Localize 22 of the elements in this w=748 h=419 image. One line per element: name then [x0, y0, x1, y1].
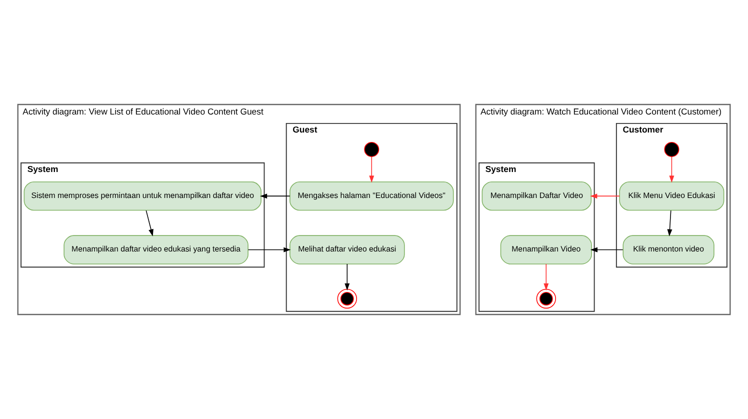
node-box: Klik Menu Video Edukasi [619, 181, 724, 211]
arrow [146, 210, 154, 236]
node-box: Sistem memproses permintaan untuk menampilkan daftar video [24, 181, 262, 211]
node-bullseye [337, 288, 358, 309]
node-box: Melihat daftar video edukasi [290, 235, 405, 264]
node-box: Menampilkan daftar video edukasi yang tersedia [64, 235, 248, 264]
arrow [369, 156, 374, 183]
arrow [667, 210, 672, 236]
node-box: Klik menonton video [622, 235, 714, 264]
arrow [669, 156, 674, 183]
arrow [590, 194, 620, 199]
node-box: Menampilkan Video [500, 235, 592, 264]
arrow [590, 247, 624, 252]
arrow [544, 264, 549, 290]
node-circle [664, 142, 680, 157]
arrow [344, 264, 350, 290]
node-box: Menampilkan Daftar Video [482, 181, 592, 211]
node-bullseye [536, 288, 556, 309]
arrow [260, 194, 290, 199]
arrow [248, 247, 291, 252]
node-box: Mengakses halaman "Educational Videos" [290, 181, 454, 211]
node-circle [364, 142, 380, 157]
